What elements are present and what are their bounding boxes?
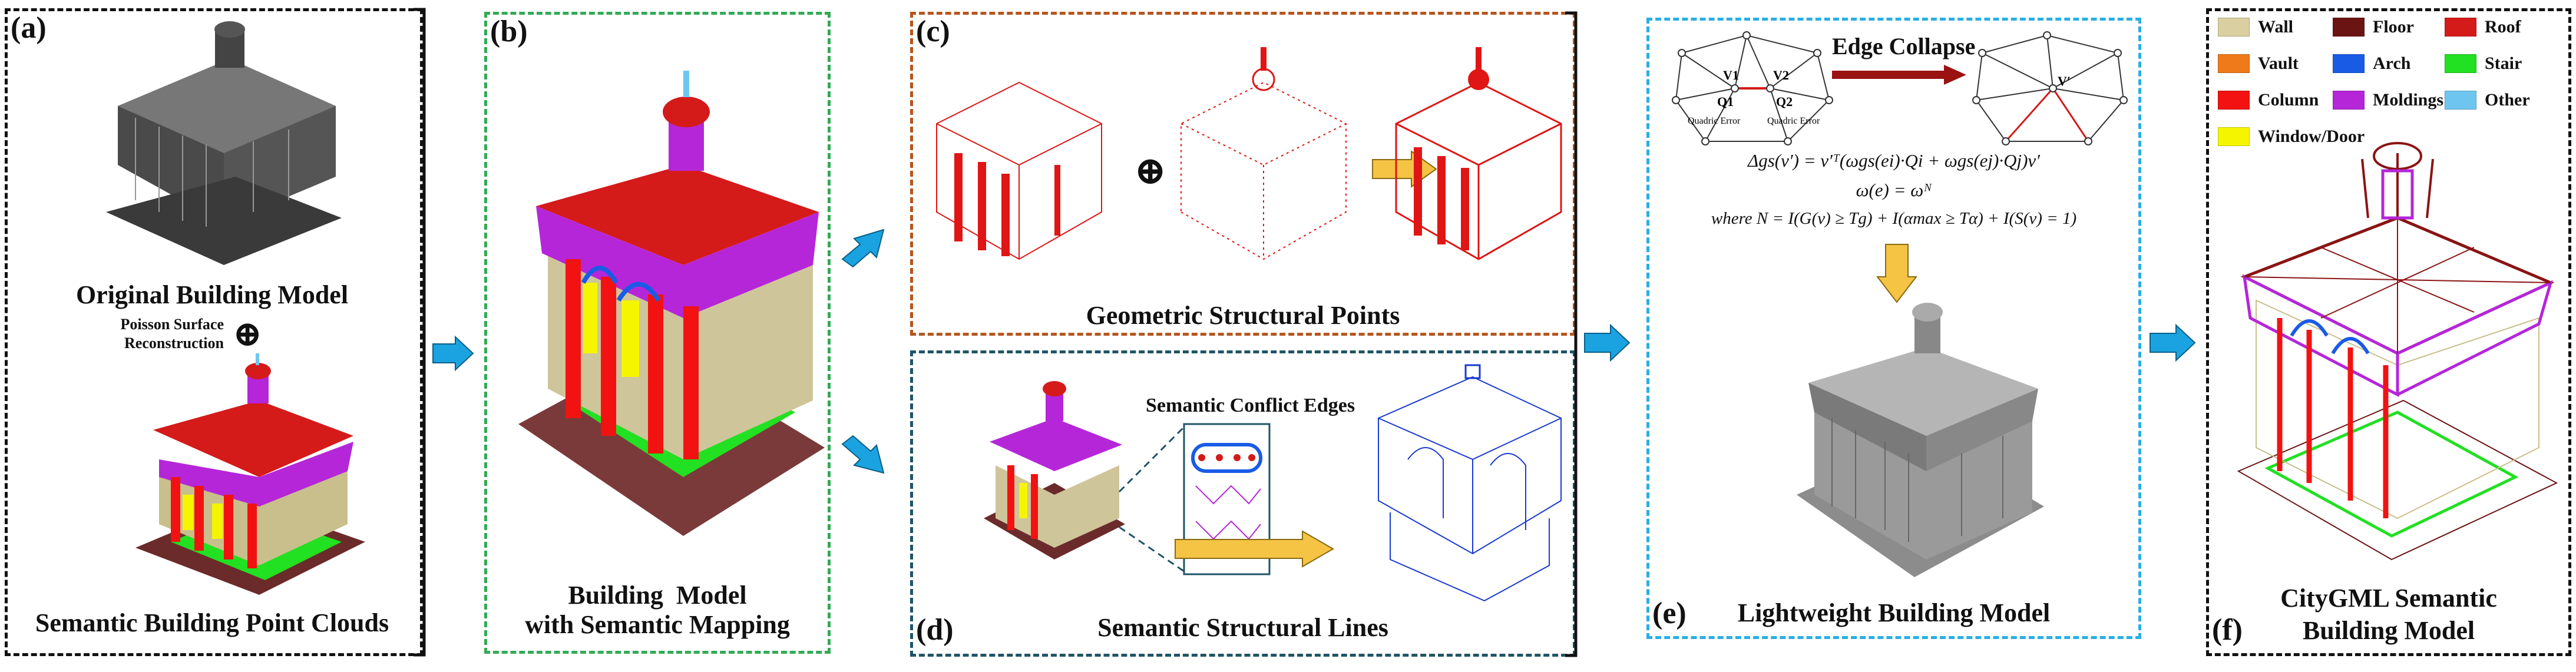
legend-swatch [2218, 18, 2250, 37]
legend-swatch [2333, 91, 2365, 110]
original-building-model-image [106, 21, 342, 265]
legend-swatch [2218, 127, 2250, 146]
semantic-point-clouds-caption: Semantic Building Point Clouds [35, 608, 389, 637]
panel-e [1646, 18, 2141, 639]
arrow-a-to-b [432, 335, 474, 372]
edge-collapse-label: Edge Collapse [1832, 33, 1976, 59]
bracket-a [414, 8, 426, 657]
legend-item-window-door: Window/Door [2218, 126, 2365, 147]
panel-b-label: (b) [490, 15, 528, 48]
panel-b-caption-line2: with Semantic Mapping [525, 610, 790, 639]
panel-e-label: (e) [1652, 597, 1687, 630]
equation-delta-gs: Δgs(v′) = v′ᵀ(ωgs(ei)·Qi + ωgs(ej)·Qj)v′ [1748, 150, 2040, 171]
legend-item-other: Other [2445, 90, 2530, 111]
legend-item-floor: Floor [2333, 16, 2414, 38]
v1-label: V1 [1723, 68, 1739, 82]
legend-item-wall: Wall [2218, 16, 2293, 38]
legend-item-roof: Roof [2445, 16, 2521, 38]
arrow-edge-collapse [1832, 65, 1966, 85]
legend-swatch [2445, 18, 2476, 37]
panel-d-label: (d) [916, 613, 954, 647]
legend-swatch [2218, 54, 2250, 73]
legend-swatch [2445, 54, 2476, 73]
semantic-point-cloud-image [135, 353, 365, 595]
arrow-yellow-d [1175, 530, 1335, 568]
legend-item-column: Column [2218, 90, 2319, 111]
legend-item-stair: Stair [2445, 53, 2522, 74]
semantic-model-small-image [984, 381, 1125, 560]
legend-label: Other [2485, 90, 2530, 110]
v-prime-label: V′ [2058, 74, 2071, 88]
quadric-error-left-label: Quadric Error [1688, 116, 1741, 126]
legend-label: Arch [2373, 54, 2411, 73]
legend-swatch [2333, 54, 2365, 73]
equation-where-n: where N = I(G(v) ≥ Tg) + I(αmax ≥ Tα) + … [1711, 209, 2077, 228]
panel-a-label: (a) [11, 11, 47, 45]
legend-label: Wall [2258, 17, 2294, 37]
panel-c-label: (c) [916, 15, 950, 48]
legend-label: Floor [2373, 17, 2414, 37]
arrow-b-to-c [841, 229, 885, 268]
panel-d-caption: Semantic Structural Lines [1097, 613, 1388, 642]
legend-label: Roof [2485, 17, 2521, 37]
legend-label: Stair [2485, 54, 2522, 73]
quadric-error-right-label: Quadric Error [1767, 116, 1820, 126]
panel-f [2206, 8, 2571, 656]
edge-collapse-after-diagram: V′ [1972, 31, 2128, 145]
q1-label: Q1 [1717, 94, 1734, 109]
panel-e-caption: Lightweight Building Model [1737, 598, 2051, 627]
legend-swatch [2218, 91, 2250, 110]
arrow-d-to-e [1584, 323, 1631, 362]
semantic-structural-lines-image [1378, 364, 1562, 602]
panel-a [5, 8, 423, 656]
geometric-points-b-image [1180, 47, 1347, 260]
panel-b-caption-line1: Building Model [568, 581, 747, 610]
legend-item-moldings: Moldings [2333, 90, 2443, 111]
semantic-conflict-edges-label: Semantic Conflict Edges [1146, 395, 1355, 416]
legend-swatch [2445, 91, 2476, 110]
legend-item-arch: Arch [2333, 53, 2410, 74]
panel-f-caption-line1: CityGML Semantic [2280, 584, 2497, 613]
geometric-points-combined-image [1395, 47, 1562, 260]
legend-label: Window/Door [2258, 127, 2365, 146]
arrow-yellow-down-e [1876, 244, 1918, 303]
poisson-reconstruction-label: Poisson Surface Reconstruction [120, 316, 224, 352]
panel-c-caption: Geometric Structural Points [1086, 301, 1400, 330]
legend-item-vault: Vault [2218, 53, 2299, 74]
legend-label: Column [2258, 90, 2319, 110]
citygml-semantic-model-image [2237, 142, 2558, 561]
arrow-e-to-f [2150, 323, 2196, 362]
panel-f-caption-line2: Building Model [2302, 616, 2475, 645]
arrow-b-to-d [841, 435, 885, 474]
building-model-semantic-mapping-image [518, 71, 825, 536]
legend-label: Vault [2258, 54, 2299, 73]
legend-swatch [2333, 18, 2365, 37]
bracket-cd [1565, 11, 1578, 657]
v2-label: V2 [1773, 68, 1789, 82]
panel-b [484, 12, 831, 654]
q2-label: Q2 [1776, 94, 1793, 109]
legend-label: Moldings [2373, 90, 2444, 110]
plus-operator-c: ⊕ [1134, 150, 1167, 193]
lightweight-building-model-image [1797, 303, 2044, 577]
panel-f-label: (f) [2212, 613, 2243, 647]
geometric-points-a-image [936, 81, 1102, 260]
edge-collapse-before-diagram: V1 V2 Q1 Q2 Quadric Error Quadric Error [1672, 31, 1833, 145]
equation-omega: ω(e) = ωᴺ [1856, 180, 1932, 200]
plus-operator-a: ⊕ [233, 315, 263, 353]
original-building-model-caption: Original Building Model [75, 280, 349, 309]
